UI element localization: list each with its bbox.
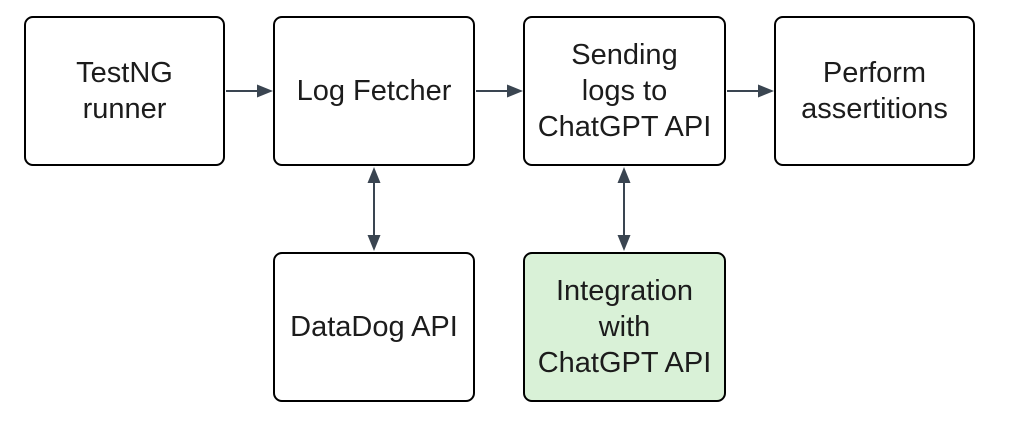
node-testng-runner-label: TestNG runner [76, 57, 173, 125]
node-log-fetcher-label: Log Fetcher [296, 75, 452, 107]
arrow-sendinglogs-to-assertitions-icon [727, 84, 774, 98]
arrow-testng-to-logfetcher-icon [226, 84, 273, 98]
arrow-logfetcher-to-sendinglogs-icon [476, 84, 523, 98]
node-log-fetcher: Log Fetcher [273, 16, 475, 166]
node-perform-assertitions: Perform assertitions [774, 16, 975, 166]
node-testng-runner: TestNG runner [24, 16, 225, 166]
node-sending-logs-to-chatgpt-api: Sending logs to ChatGPT API [523, 16, 726, 166]
node-sending-logs-label: Sending logs to ChatGPT API [537, 39, 712, 143]
node-perform-assertitions-label: Perform assertitions [801, 57, 948, 125]
double-arrow-sendinglogs-integration-icon [617, 167, 631, 251]
node-datadog-api-label: DataDog API [290, 311, 458, 343]
double-arrow-logfetcher-datadog-icon [367, 167, 381, 251]
node-integration-with-chatgpt-api: Integration with ChatGPT API [523, 252, 726, 402]
node-datadog-api: DataDog API [273, 252, 475, 402]
node-integration-label: Integration with ChatGPT API [537, 275, 712, 379]
